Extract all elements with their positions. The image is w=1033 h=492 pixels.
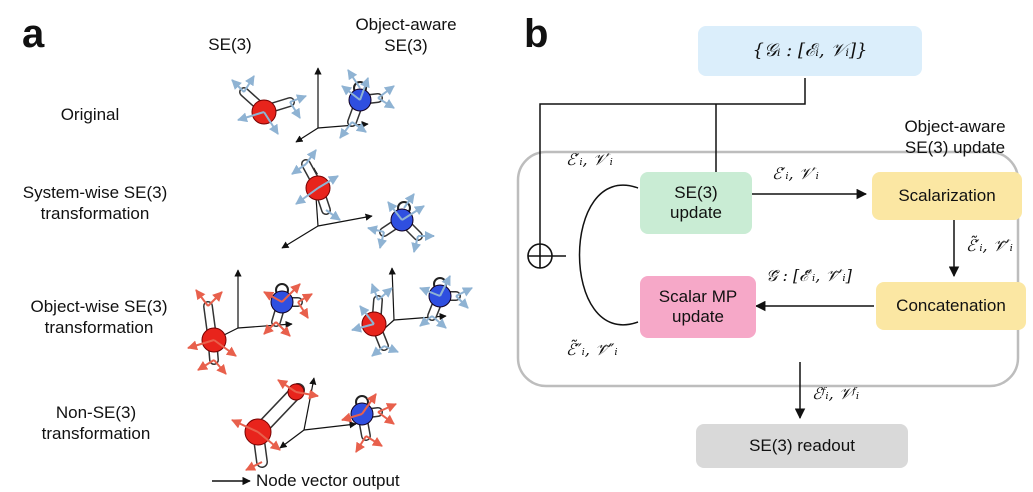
se3-update-box: SE(3) update: [640, 172, 752, 234]
ammonia-molecule-non-se3: [341, 393, 397, 453]
update-region-label: Object-aware SE(3) update: [904, 117, 1006, 157]
loop-arc: [578, 184, 639, 326]
scalarization-box: Scalarization: [872, 172, 1022, 220]
concatenation-box: Concatenation: [876, 282, 1026, 330]
row-label-object-wise: Object-wise SE(3) transformation: [30, 297, 168, 337]
update-region: [516, 150, 1020, 388]
column-label-se3: SE(3): [208, 35, 252, 54]
loop-label-top: ℰ′ᵢ, 𝒱′ᵢ: [566, 150, 613, 169]
ammonia-molecule-system-wise: [367, 193, 435, 253]
ammonia-molecule-original: [339, 69, 395, 139]
row-label-non-se3: Non-SE(3) transformation: [41, 403, 151, 443]
edge-label-concatenation-scalarmp: 𝒢̃ : [ℰ̃′ᵢ, 𝒱̃′ᵢ]: [766, 266, 852, 285]
output-label: ℰᶠᵢ, 𝒱ᶠᵢ: [812, 384, 860, 403]
legend-label: Node vector output: [256, 471, 400, 490]
ammonia-molecule-object-wise-left: [263, 283, 313, 337]
edge-label-scalarization-concatenation: ℰ̃′ᵢ, 𝒱̃′ᵢ: [966, 236, 1013, 255]
readout-box: SE(3) readout: [696, 424, 908, 468]
edge-label-se3-scalarization: ℰ′ᵢ, 𝒱′ᵢ: [772, 164, 819, 183]
water-molecule-non-se3: [231, 379, 319, 471]
row-label-system-wise: System-wise SE(3) transformation: [22, 183, 168, 223]
loop-label-bottom: ℰ̃″ᵢ, 𝒱̃″ᵢ: [566, 340, 618, 359]
water-molecule-original: [231, 75, 307, 135]
row-label-original: Original: [60, 105, 120, 124]
water-molecule-object-wise-right: [351, 283, 399, 357]
water-molecule-object-wise-left: [187, 289, 237, 375]
panel-a-letter: a: [22, 12, 45, 56]
column-label-object-aware: Object-aware SE(3): [355, 15, 457, 55]
panel-b-letter: b: [524, 12, 549, 56]
water-molecule-system-wise: [291, 149, 341, 221]
scalar-mp-update-box: Scalar MP update: [640, 276, 756, 338]
input-feed-line: [539, 78, 806, 256]
input-graph-box: {𝒢ᵢ : [ℰᵢ, 𝒱ᵢ]}: [698, 26, 922, 76]
axes-non-se3: [279, 377, 357, 449]
ammonia-molecule-object-wise-right: [419, 275, 473, 329]
panel-a-graphics: [187, 67, 473, 486]
